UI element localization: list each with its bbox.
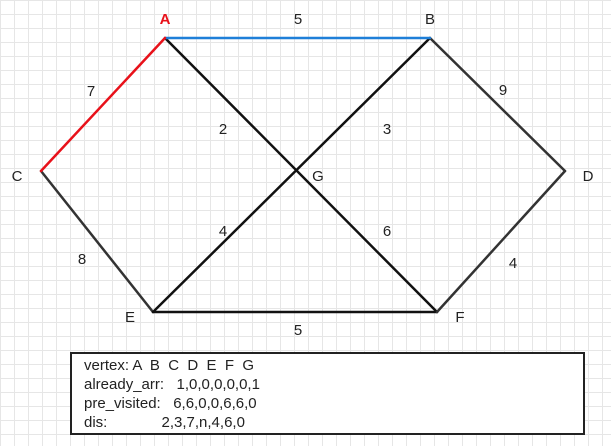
edge-c-e <box>39 169 155 314</box>
vertex-label-f: F <box>455 309 464 326</box>
edge-weight-a-f: 2 <box>219 121 227 138</box>
edge-b-e <box>151 36 432 314</box>
edge-weight-e-f: 5 <box>294 322 302 339</box>
vertex-row: vertex: A B C D E F G <box>84 357 255 374</box>
vertex-label-g: G <box>312 168 324 185</box>
edge-weight-c-e: 8 <box>78 251 86 268</box>
edge-a-c <box>39 36 167 173</box>
edge-weight-b-d: 9 <box>499 82 507 99</box>
vertices-layer: A B C D E F G <box>12 11 594 326</box>
already-arr-row: already_arr: 1,0,0,0,0,0,1 <box>84 376 260 393</box>
vertex-label-e: E <box>125 309 135 326</box>
edges-layer <box>39 36 567 314</box>
edge-weights-layer: 5 7 2 3 9 8 5 4 4 6 <box>78 11 517 339</box>
edge-weight-a-b: 5 <box>294 11 302 28</box>
edge-weight-a-c: 7 <box>87 83 95 100</box>
vertex-label-b: B <box>425 11 435 28</box>
vertex-label-a: A <box>160 11 171 28</box>
edge-weight-d-f: 4 <box>509 255 517 272</box>
edge-weight-g-e: 4 <box>219 223 227 240</box>
edge-d-f <box>435 169 567 314</box>
info-box: vertex: A B C D E F G already_arr: 1,0,0… <box>70 352 585 435</box>
edge-weight-g-f: 6 <box>383 223 391 240</box>
edge-a-f <box>163 36 439 314</box>
edge-weight-b-e: 3 <box>383 121 391 138</box>
pre-visited-row: pre_visited: 6,6,0,0,6,6,0 <box>84 395 257 412</box>
dis-row: dis: 2,3,7,n,4,6,0 <box>84 414 245 431</box>
edge-b-d <box>428 36 567 173</box>
vertex-label-d: D <box>583 168 594 185</box>
vertex-label-c: C <box>12 168 23 185</box>
